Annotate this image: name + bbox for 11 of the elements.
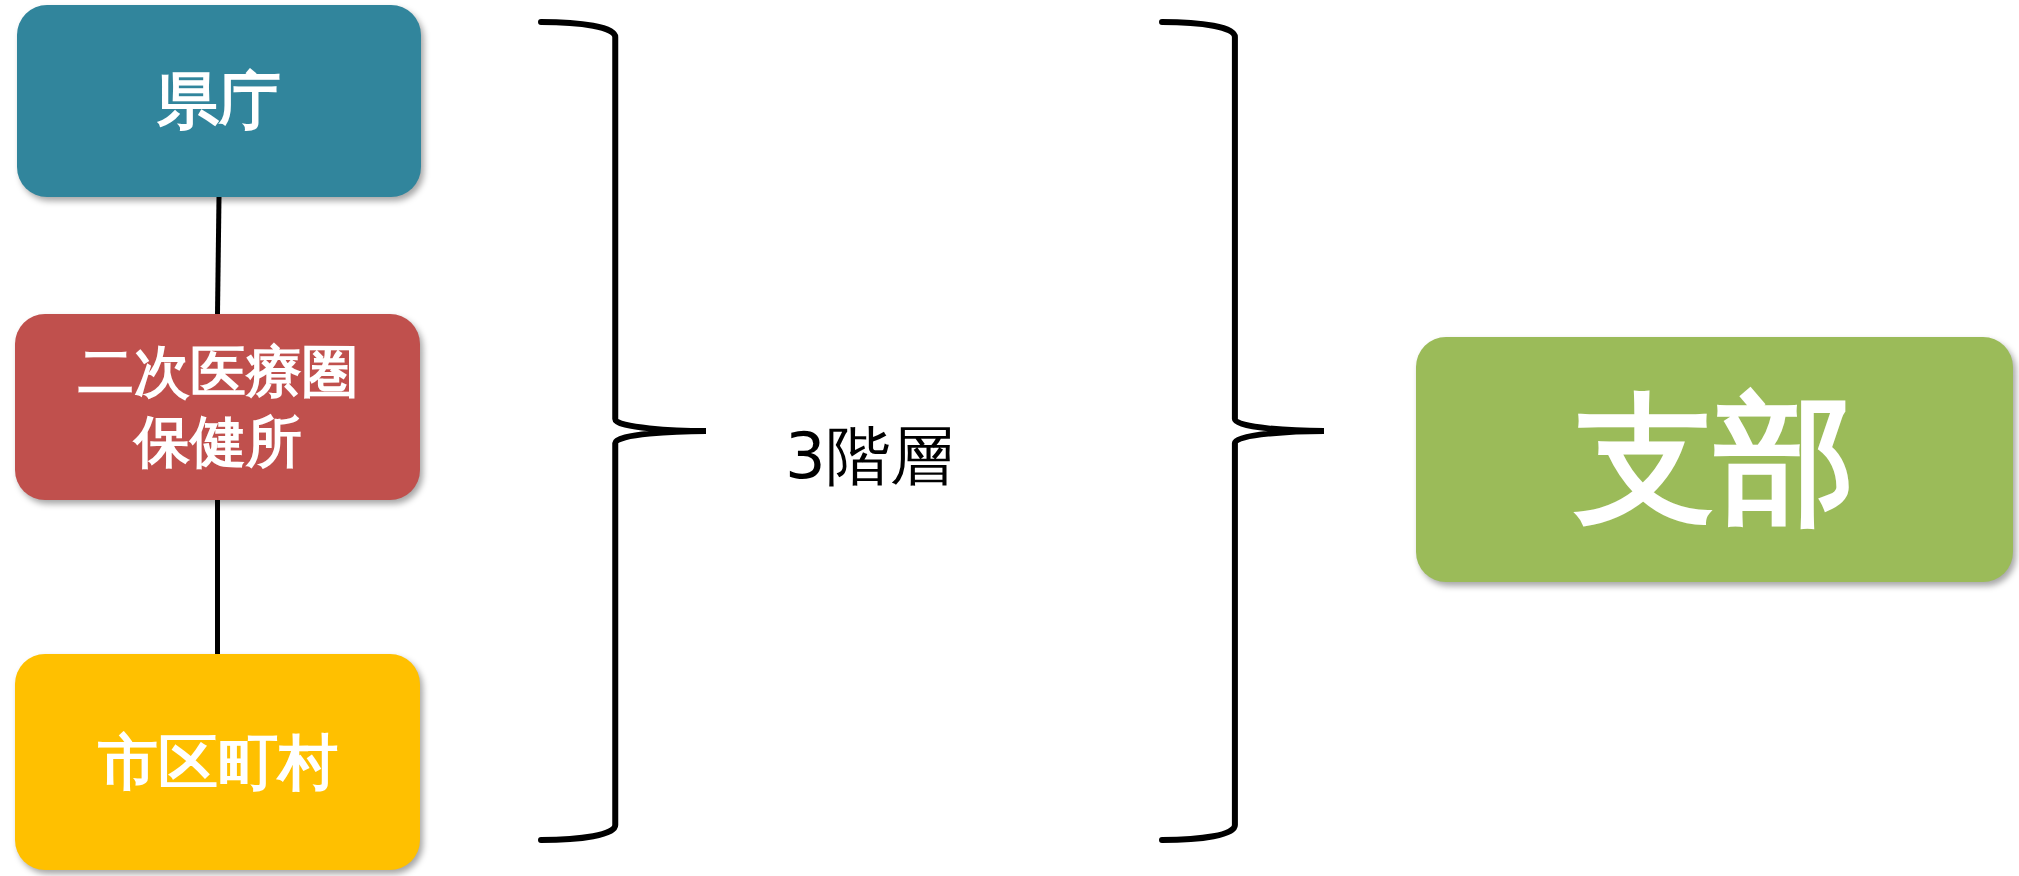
rounded-box: [1416, 337, 2013, 582]
box-label: 市区町村: [97, 725, 338, 799]
rounded-box: [15, 654, 420, 870]
rounded-box: [17, 5, 421, 197]
box-label: 支部: [1574, 377, 1855, 543]
connector-line: [215, 500, 220, 654]
box-label: 県庁: [157, 63, 281, 140]
connector-line: [215, 196, 222, 315]
tier-label: 3階層: [785, 418, 954, 495]
rounded-box: [15, 314, 420, 500]
box-label: 二次医療圏保健所: [76, 338, 359, 476]
